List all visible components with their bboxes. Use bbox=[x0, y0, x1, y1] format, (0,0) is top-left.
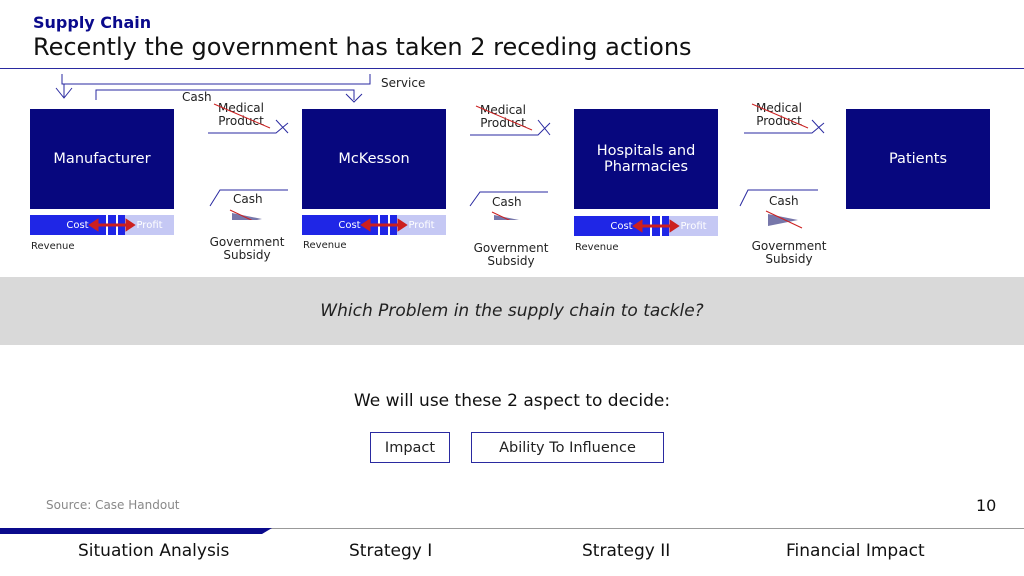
entity-hospitals-pharmacies: Hospitals and Pharmacies bbox=[574, 109, 718, 209]
title-divider bbox=[0, 68, 1024, 69]
profit-segment: Profit bbox=[397, 215, 446, 235]
section-label: Supply Chain bbox=[33, 13, 152, 32]
cost-profit-bar: Cost Profit bbox=[574, 216, 718, 236]
nav-situation-analysis[interactable]: Situation Analysis bbox=[78, 541, 230, 561]
cash-top-label: Cash bbox=[182, 90, 212, 104]
product-label: Medical Product bbox=[474, 104, 532, 130]
product-label: Medical Product bbox=[212, 102, 270, 128]
strike-mark bbox=[751, 103, 809, 129]
profit-segment: Profit bbox=[125, 215, 174, 235]
subsidy-label: Government Subsidy bbox=[209, 235, 285, 262]
cash-label: Cash bbox=[492, 195, 522, 209]
profit-segment: Profit bbox=[669, 216, 718, 236]
entity-manufacturer: Manufacturer bbox=[30, 109, 174, 209]
subsidy-label: Government Subsidy bbox=[473, 241, 549, 268]
bar-markers bbox=[88, 214, 680, 237]
nav-strategy-2[interactable]: Strategy II bbox=[582, 541, 671, 561]
product-text: Medical Product bbox=[218, 101, 264, 128]
revenue-label: Revenue bbox=[303, 240, 347, 251]
product-label: Medical Product bbox=[750, 102, 808, 128]
cost-profit-bar: Cost Profit bbox=[302, 215, 446, 235]
nav-divider bbox=[0, 528, 1024, 529]
revenue-label: Revenue bbox=[575, 242, 619, 253]
nav-active-indicator bbox=[0, 528, 272, 534]
page-number: 10 bbox=[976, 496, 997, 515]
entity-mckesson: McKesson bbox=[302, 109, 446, 209]
strike-mark bbox=[475, 105, 533, 131]
source-note: Source: Case Handout bbox=[46, 498, 180, 512]
nav-strategy-1[interactable]: Strategy I bbox=[349, 541, 433, 561]
service-label: Service bbox=[381, 76, 426, 90]
product-text: Medical Product bbox=[756, 101, 802, 128]
slide-title: Recently the government has taken 2 rece… bbox=[33, 33, 692, 61]
aspect-impact: Impact bbox=[370, 432, 450, 463]
question-band: Which Problem in the supply chain to tac… bbox=[0, 277, 1024, 345]
revenue-label: Revenue bbox=[31, 241, 75, 252]
service-cash-arrows bbox=[55, 74, 371, 103]
question-text: Which Problem in the supply chain to tac… bbox=[320, 301, 704, 321]
subsidy-arrow bbox=[765, 210, 803, 229]
cost-profit-bar: Cost Profit bbox=[30, 215, 174, 235]
decide-text: We will use these 2 aspect to decide: bbox=[353, 391, 671, 411]
strike-mark bbox=[213, 103, 271, 129]
product-text: Medical Product bbox=[480, 103, 526, 130]
flow-arrows bbox=[208, 119, 825, 220]
cost-segment: Cost bbox=[574, 216, 669, 236]
subsidy-label: Government Subsidy bbox=[751, 239, 827, 266]
aspect-ability-to-influence: Ability To Influence bbox=[471, 432, 664, 463]
nav-financial-impact[interactable]: Financial Impact bbox=[786, 541, 925, 561]
cash-label: Cash bbox=[769, 194, 799, 208]
cash-label: Cash bbox=[233, 192, 263, 206]
cost-segment: Cost bbox=[30, 215, 125, 235]
cost-segment: Cost bbox=[302, 215, 397, 235]
entity-patients: Patients bbox=[846, 109, 990, 209]
